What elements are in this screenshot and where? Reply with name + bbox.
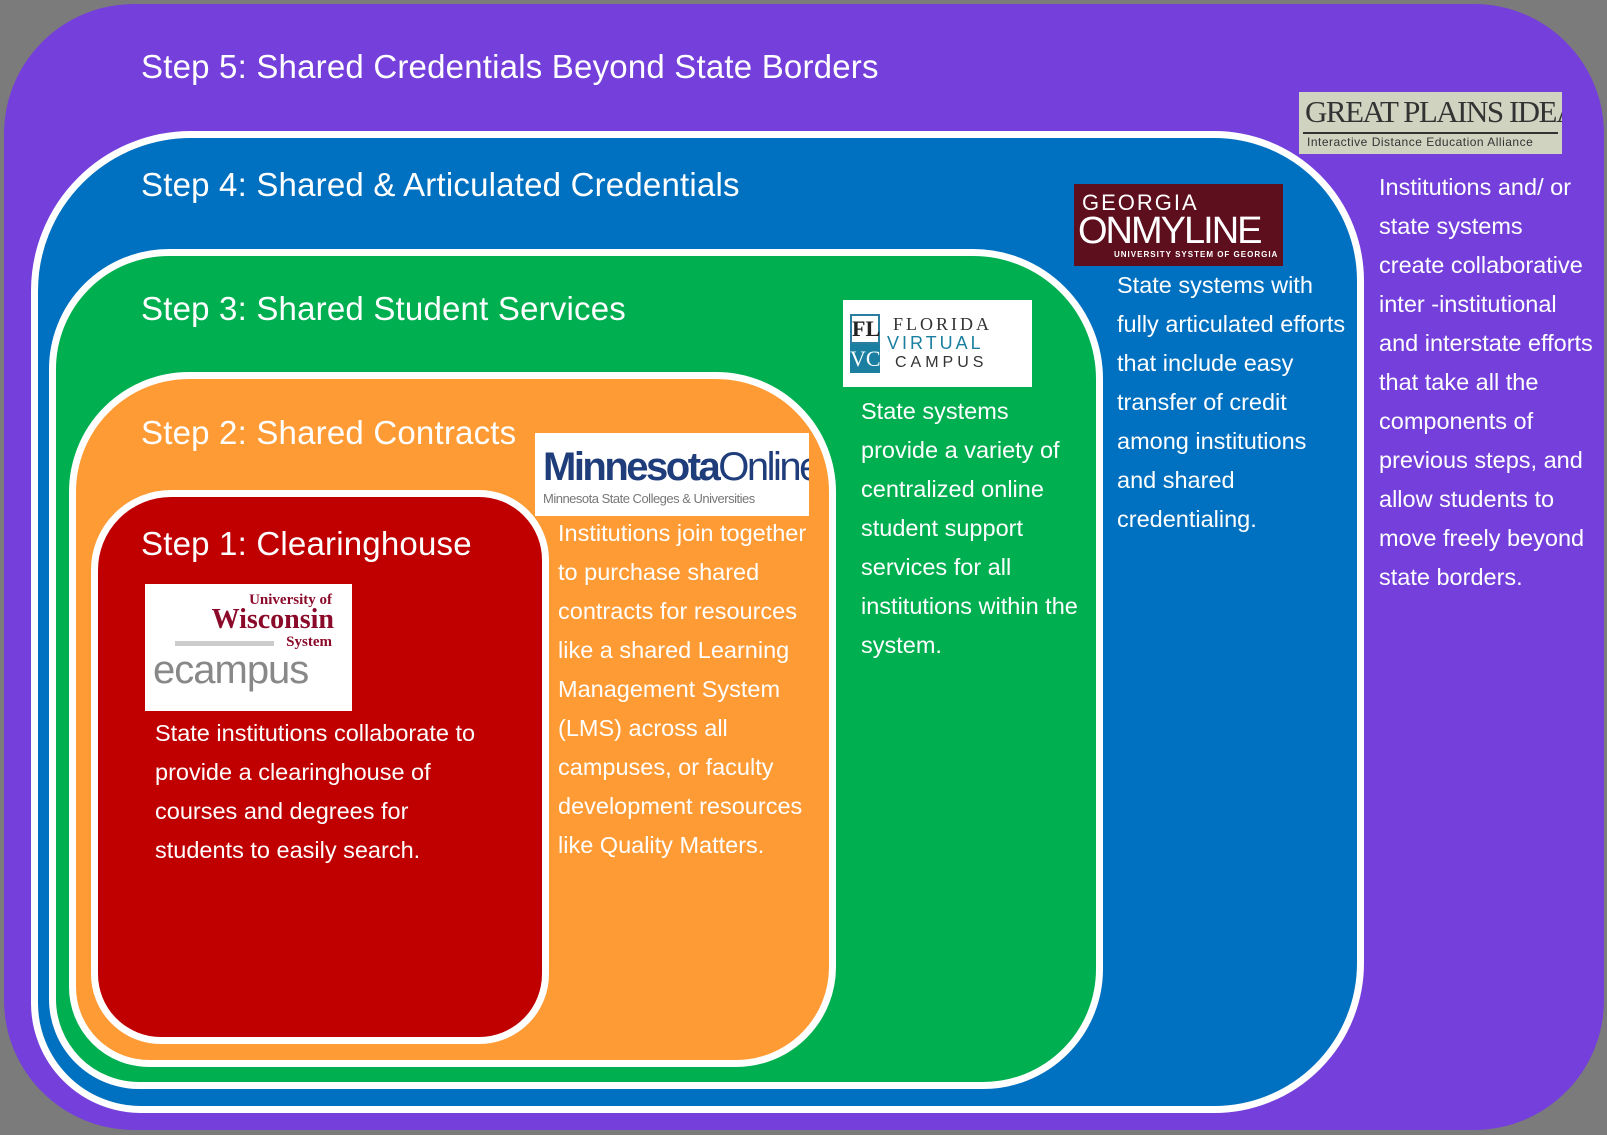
logo-text: Minnesota — [543, 445, 721, 489]
step2-title: Step 2: Shared Contracts — [141, 414, 517, 451]
step3-title: Step 3: Shared Student Services — [141, 290, 626, 327]
logo-text: FL — [850, 314, 880, 344]
step1-description: State institutions collaborate to provid… — [155, 720, 476, 863]
florida-virtual-campus-logo: FL VC FLORIDA VIRTUAL CAMPUS — [843, 300, 1032, 387]
logo-text: GEORGIA — [1082, 190, 1199, 215]
logo-text: System — [286, 634, 332, 650]
logo-text: ecampus — [153, 648, 309, 692]
wisconsin-ecampus-logo: University of Wisconsin System ecampus — [145, 584, 352, 711]
logo-text: CAMPUS — [895, 354, 988, 371]
step1-title: Step 1: Clearinghouse — [141, 525, 472, 562]
logo-text: Minnesota State Colleges & Universities — [543, 491, 755, 506]
logo-text: Online — [718, 445, 809, 489]
logo-text: VC — [850, 344, 881, 373]
great-plains-idea-logo: GREAT PLAINS IDEA Interactive Distance E… — [1299, 92, 1562, 154]
step4-description: State systems with fully articulated eff… — [1117, 272, 1346, 532]
logo-text: VIRTUAL — [887, 333, 984, 353]
logo-text: FLORIDA — [893, 314, 993, 334]
logo-text: University of — [249, 592, 332, 608]
logo-text: UNIVERSITY SYSTEM OF GEORGIA — [1114, 250, 1279, 259]
step3-description: State systems provide a variety of centr… — [861, 398, 1078, 658]
step5-title: Step 5: Shared Credentials Beyond State … — [141, 48, 879, 85]
step4-title: Step 4: Shared & Articulated Credentials — [141, 166, 740, 203]
logo-text: Wisconsin — [211, 604, 334, 635]
minnesota-online-logo: MinnesotaOnline Minnesota State Colleges… — [535, 433, 809, 516]
logo-text: GREAT PLAINS IDEA — [1305, 94, 1562, 129]
step2-description: Institutions join together to purchase s… — [558, 520, 807, 858]
georgia-onmyline-logo: GEORGIA ONMYLINE UNIVERSITY SYSTEM OF GE… — [1074, 184, 1283, 266]
step5-description: Institutions and/ or state systems creat… — [1379, 174, 1593, 590]
logo-text: ONMYLINE — [1078, 210, 1262, 252]
logo-text: Interactive Distance Education Alliance — [1307, 135, 1534, 149]
step1-region — [91, 490, 549, 1044]
